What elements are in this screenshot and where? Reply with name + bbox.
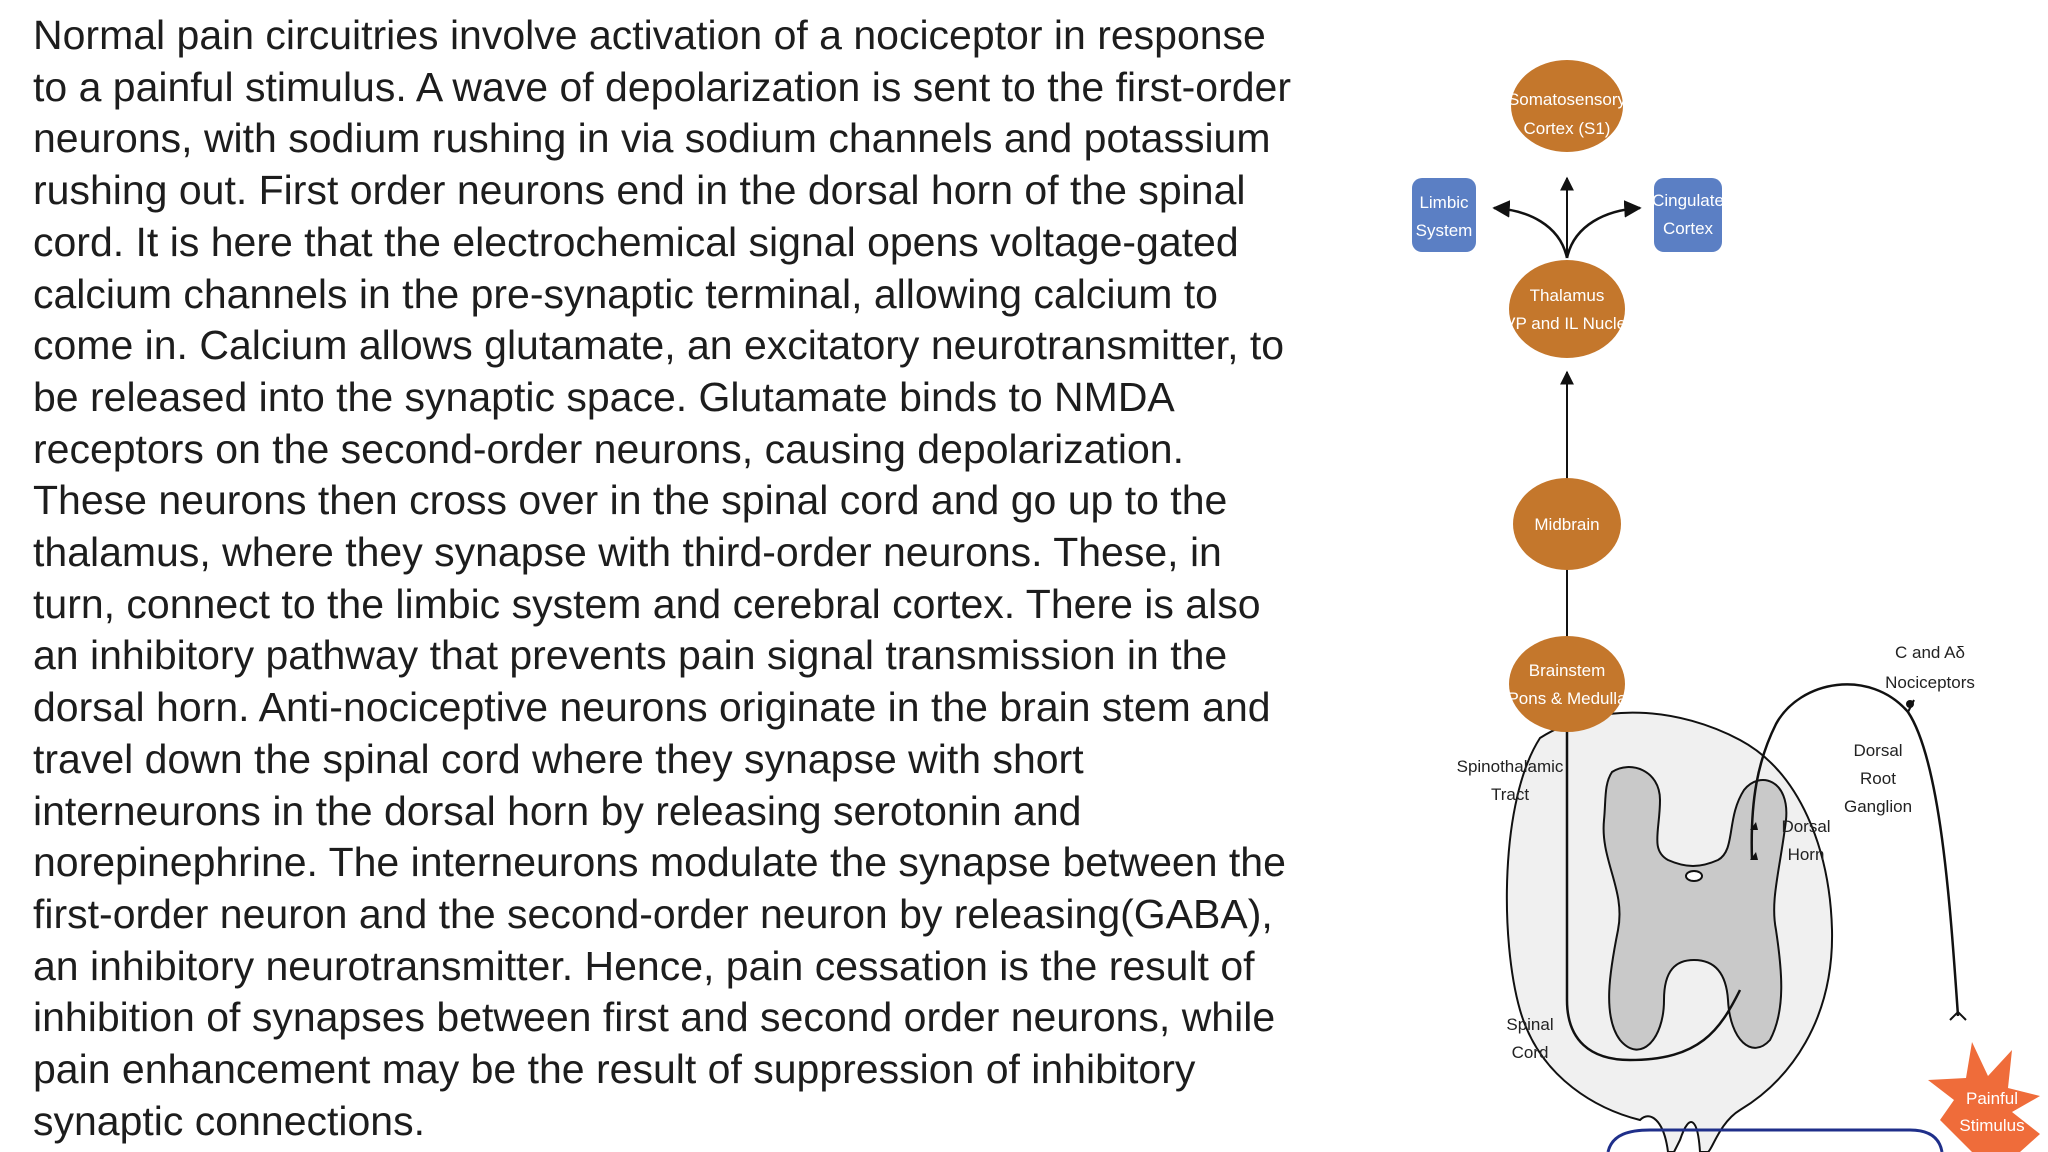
somatosensory-label-1: Somatosensory [1508,90,1627,109]
limbic-node: Limbic System [1412,178,1476,252]
nociceptors-label-1: C and Aδ [1895,643,1965,662]
brainstem-label-2: (Pons & Medulla) [1502,689,1632,708]
nociceptors-label-2: Nociceptors [1885,673,1975,692]
dorsal-horn-label-1: Dorsal [1781,817,1830,836]
drg-label-2: Root [1860,769,1896,788]
spinothalamic-label-2: Tract [1491,785,1529,804]
painful-stimulus: Painful Stimulus [1928,1042,2040,1152]
brainstem-node: Brainstem (Pons & Medulla) [1502,636,1632,732]
limbic-label-1: Limbic [1419,193,1469,212]
dorsal-horn-label-2: Horn [1788,845,1825,864]
pain-pathway-svg: Somatosensory Cortex (S1) Thalamus (VP a… [1412,60,2040,1152]
spinal-cord-label-2: Cord [1512,1043,1549,1062]
thalamus-to-cingulate-arrow [1565,200,1642,259]
drg-label-3: Ganglion [1844,797,1912,816]
cingulate-node: Cingulate Cortex [1652,178,1724,252]
thalamus-label-2: (VP and IL Nuclei) [1498,314,1635,333]
stimulus-starburst [1928,1042,2040,1152]
spinal-cord-label-1: Spinal [1506,1015,1553,1034]
cingulate-label-2: Cortex [1663,219,1714,238]
dorsal-root-ganglion-dot [1906,700,1914,708]
cingulate-label-1: Cingulate [1652,191,1724,210]
somatosensory-node: Somatosensory Cortex (S1) [1508,60,1627,152]
pain-pathway-diagram: Somatosensory Cortex (S1) Thalamus (VP a… [1370,0,2048,1152]
body-text: Normal pain circuitries involve activati… [33,12,1291,1144]
spinothalamic-tract-line [1565,718,1742,1062]
drg-label-1: Dorsal [1853,741,1902,760]
brainstem-label-1: Brainstem [1529,661,1606,680]
thalamus-to-limbic-arrow [1492,200,1569,259]
limbic-label-2: System [1416,221,1473,240]
nociceptor-ending [1949,1010,1967,1021]
stimulus-label-2: Stimulus [1959,1116,2024,1135]
spinothalamic-label-1: Spinothalamic [1457,757,1564,776]
thalamus-label-1: Thalamus [1530,286,1605,305]
bottom-blue-bar [1606,1128,1944,1152]
midbrain-label: Midbrain [1534,515,1599,534]
afferent-fiber [1750,683,1960,1017]
thalamus-node: Thalamus (VP and IL Nuclei) [1498,260,1636,358]
somatosensory-label-2: Cortex (S1) [1524,119,1611,138]
stimulus-label-1: Painful [1966,1089,2018,1108]
synapse-mark-2 [1750,852,1758,860]
synapse-mark-1 [1750,822,1758,830]
central-canal [1685,870,1703,882]
gray-matter [1602,766,1788,1051]
midbrain-node: Midbrain [1513,478,1621,570]
